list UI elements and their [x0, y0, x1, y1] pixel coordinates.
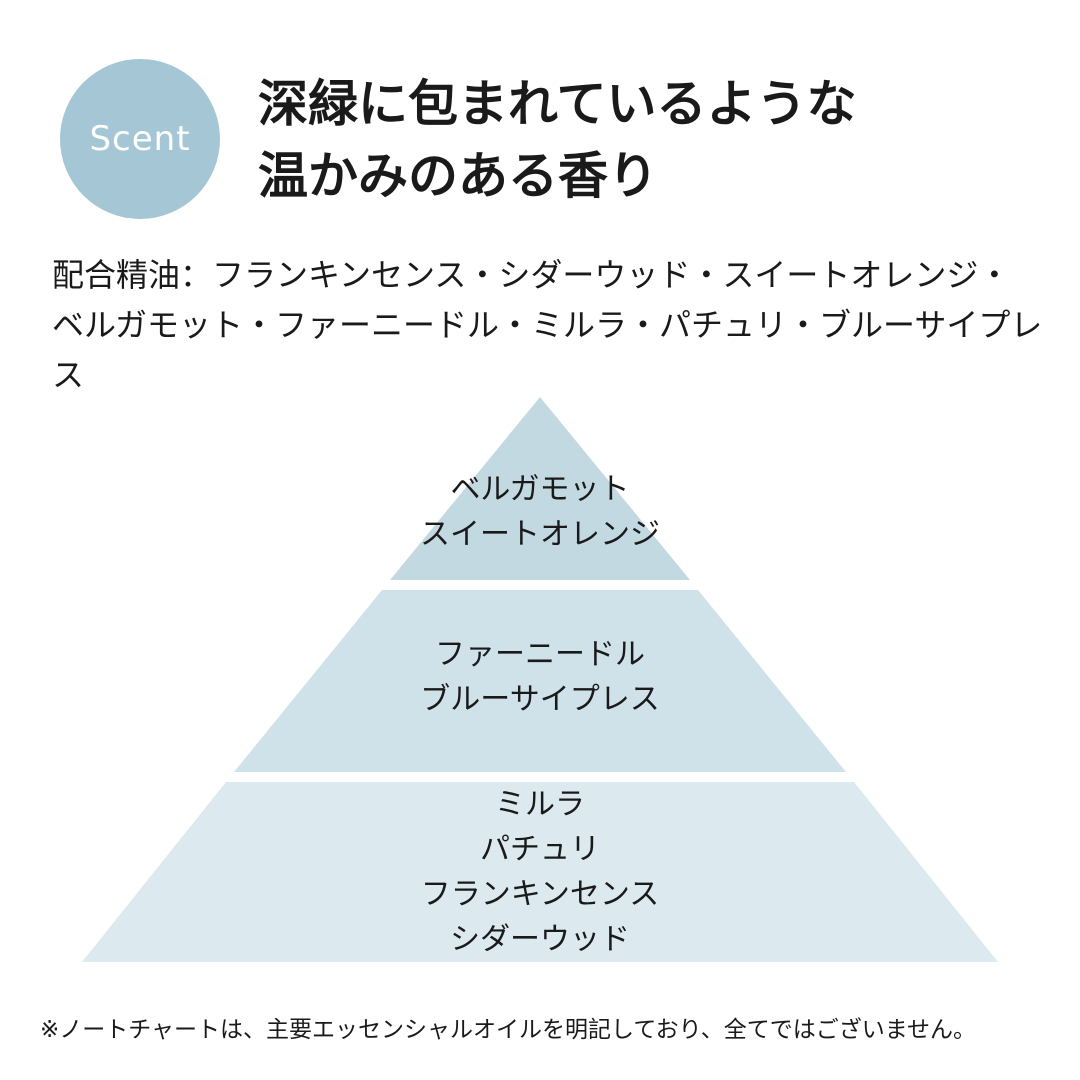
base-notes: ミルラ パチュリ フランキンセンス シダーウッド — [0, 782, 1080, 962]
base-note: パチュリ — [480, 832, 600, 867]
oils-line-1: 配合精油：フランキンセンス・シダーウッド・スイートオレンジ・ — [52, 256, 1011, 294]
top-notes: ベルガモット スイートオレンジ — [0, 467, 1080, 557]
pyramid-base-tier — [82, 782, 998, 962]
top-note: ベルガモット — [450, 472, 630, 507]
title-line-2: 温かみのある香り — [258, 147, 658, 205]
pyramid-middle-tier — [234, 590, 846, 772]
base-note: フランキンセンス — [420, 877, 660, 912]
footnote: ※ノートチャートは、主要エッセンシャルオイルを明記しており、全てではございません… — [40, 1017, 977, 1043]
pyramid-top-tier — [390, 397, 690, 580]
base-note: ミルラ — [495, 787, 585, 822]
middle-note: ブルーサイプレス — [420, 682, 660, 717]
title-line-1: 深緑に包まれているような — [258, 75, 857, 133]
oils-line-2: ベルガモット・ファーニードル・ミルラ・パチュリ・ブルーサイプレス — [52, 306, 1043, 394]
page-title: 深緑に包まれているような 温かみのある香り — [258, 68, 857, 212]
middle-notes: ファーニードル ブルーサイプレス — [0, 632, 1080, 722]
essential-oils-list: 配合精油：フランキンセンス・シダーウッド・スイートオレンジ・ ベルガモット・ファ… — [52, 250, 1062, 400]
middle-note: ファーニードル — [435, 637, 645, 672]
base-note: シダーウッド — [450, 922, 630, 957]
top-note: スイートオレンジ — [420, 517, 660, 552]
scent-badge-label: Scent — [89, 119, 191, 159]
scent-badge: Scent — [60, 59, 220, 219]
